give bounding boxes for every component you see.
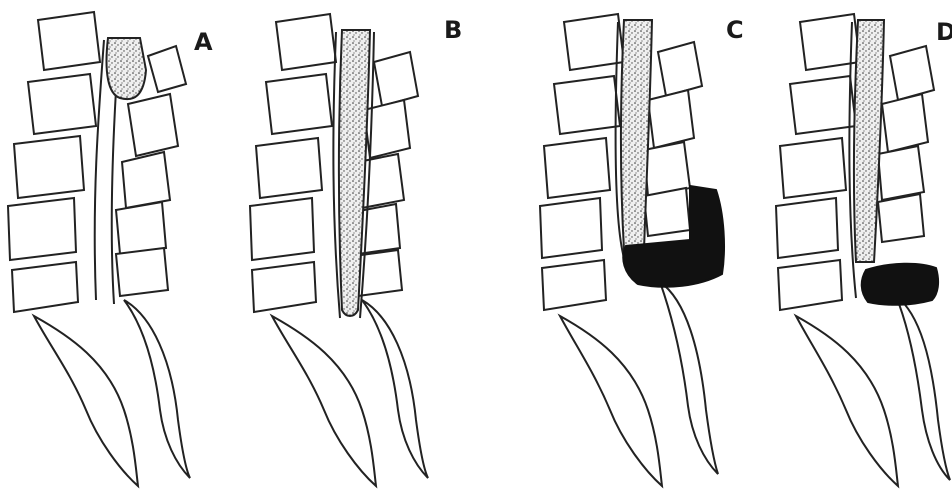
vertebra — [374, 52, 418, 106]
vertebra — [116, 248, 168, 296]
vertebra — [8, 198, 76, 260]
sacrum — [34, 316, 138, 486]
spine-diagram-c — [520, 0, 758, 498]
vertebra — [252, 262, 316, 312]
panel-a: A — [0, 0, 238, 498]
vertebra — [116, 202, 166, 254]
panel-label-d: D — [936, 20, 952, 44]
vertebra — [790, 76, 856, 134]
vertebra — [148, 46, 186, 92]
vertebra — [256, 138, 322, 198]
vertebra — [776, 198, 838, 258]
lesion-mass — [862, 264, 938, 305]
vertebra — [878, 194, 924, 242]
vertebra — [12, 262, 78, 312]
panel-label-b: B — [444, 18, 462, 42]
vertebra — [266, 74, 332, 134]
vertebra — [28, 74, 96, 134]
spine-diagram-a — [0, 0, 238, 498]
sacrum — [272, 316, 376, 486]
vertebra — [544, 138, 610, 198]
spine-diagram-b — [238, 0, 476, 498]
vertebra — [276, 14, 336, 70]
spine-diagram-d — [760, 0, 952, 498]
vertebra — [540, 198, 602, 258]
vertebra — [14, 136, 84, 198]
sacrum — [796, 316, 898, 486]
vertebra — [878, 146, 924, 200]
vertebra — [542, 260, 606, 310]
spinal-cord — [107, 38, 147, 99]
vertebra — [564, 14, 624, 70]
vertebra — [658, 42, 702, 96]
sacrum — [896, 296, 950, 480]
vertebra — [644, 188, 690, 236]
panel-d: D — [760, 0, 952, 498]
panel-b: B — [238, 0, 476, 498]
sacrum — [560, 316, 662, 486]
vertebra — [128, 94, 178, 156]
vertebra — [554, 76, 620, 134]
vertebra — [778, 260, 842, 310]
vertebra — [38, 12, 100, 70]
panel-label-c: C — [726, 18, 744, 42]
vertebra — [780, 138, 846, 198]
vertebra — [250, 198, 314, 260]
vertebra — [890, 46, 934, 100]
panel-c: C — [520, 0, 758, 498]
vertebra — [122, 152, 170, 208]
sacrum — [660, 282, 718, 474]
vertebra — [648, 90, 694, 148]
panel-label-a: A — [194, 30, 213, 54]
vertebra — [882, 94, 928, 152]
